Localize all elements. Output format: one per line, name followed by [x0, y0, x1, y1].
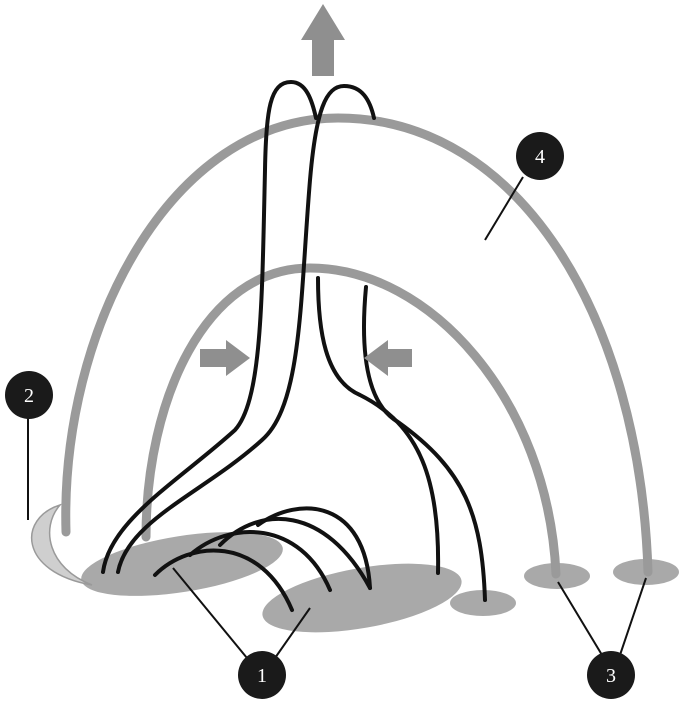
outer-arch: [61, 113, 653, 577]
leader-3b: [619, 577, 647, 656]
footpoint-center: [262, 563, 462, 633]
footpoint-left: [81, 532, 283, 596]
inner-arch: [141, 263, 561, 579]
marker-4-label: 4: [535, 146, 545, 168]
marker-3-label: 3: [606, 665, 616, 687]
marker-2-label: 2: [24, 385, 34, 407]
leader-lines: [27, 176, 647, 659]
marker-1: 1: [238, 651, 286, 699]
marker-3: 3: [587, 651, 635, 699]
arrow-right-icon: [200, 340, 250, 376]
field-lines: [101, 79, 487, 602]
leader-4: [484, 176, 524, 241]
crescent-icon: [30, 503, 93, 586]
marker-2: 2: [5, 371, 53, 419]
field-line-left-2: [116, 83, 376, 574]
small-loop-3: [218, 516, 372, 590]
small-loop-4: [256, 506, 372, 590]
leader-1a: [172, 567, 248, 659]
marker-1-label: 1: [257, 665, 267, 687]
arrow-left-icon: [364, 340, 412, 376]
footpoint-small-1: [450, 590, 516, 616]
small-loops: [153, 506, 372, 612]
marker-4: 4: [516, 132, 564, 180]
field-line-right-1: [316, 276, 441, 575]
field-line-left-1: [101, 79, 318, 574]
arrow-up-icon: [301, 4, 345, 76]
leader-1b: [274, 607, 311, 659]
small-loop-1: [153, 548, 294, 612]
leader-3a: [557, 581, 603, 656]
field-line-right-2: [361, 285, 487, 602]
small-loop-2: [188, 530, 332, 592]
